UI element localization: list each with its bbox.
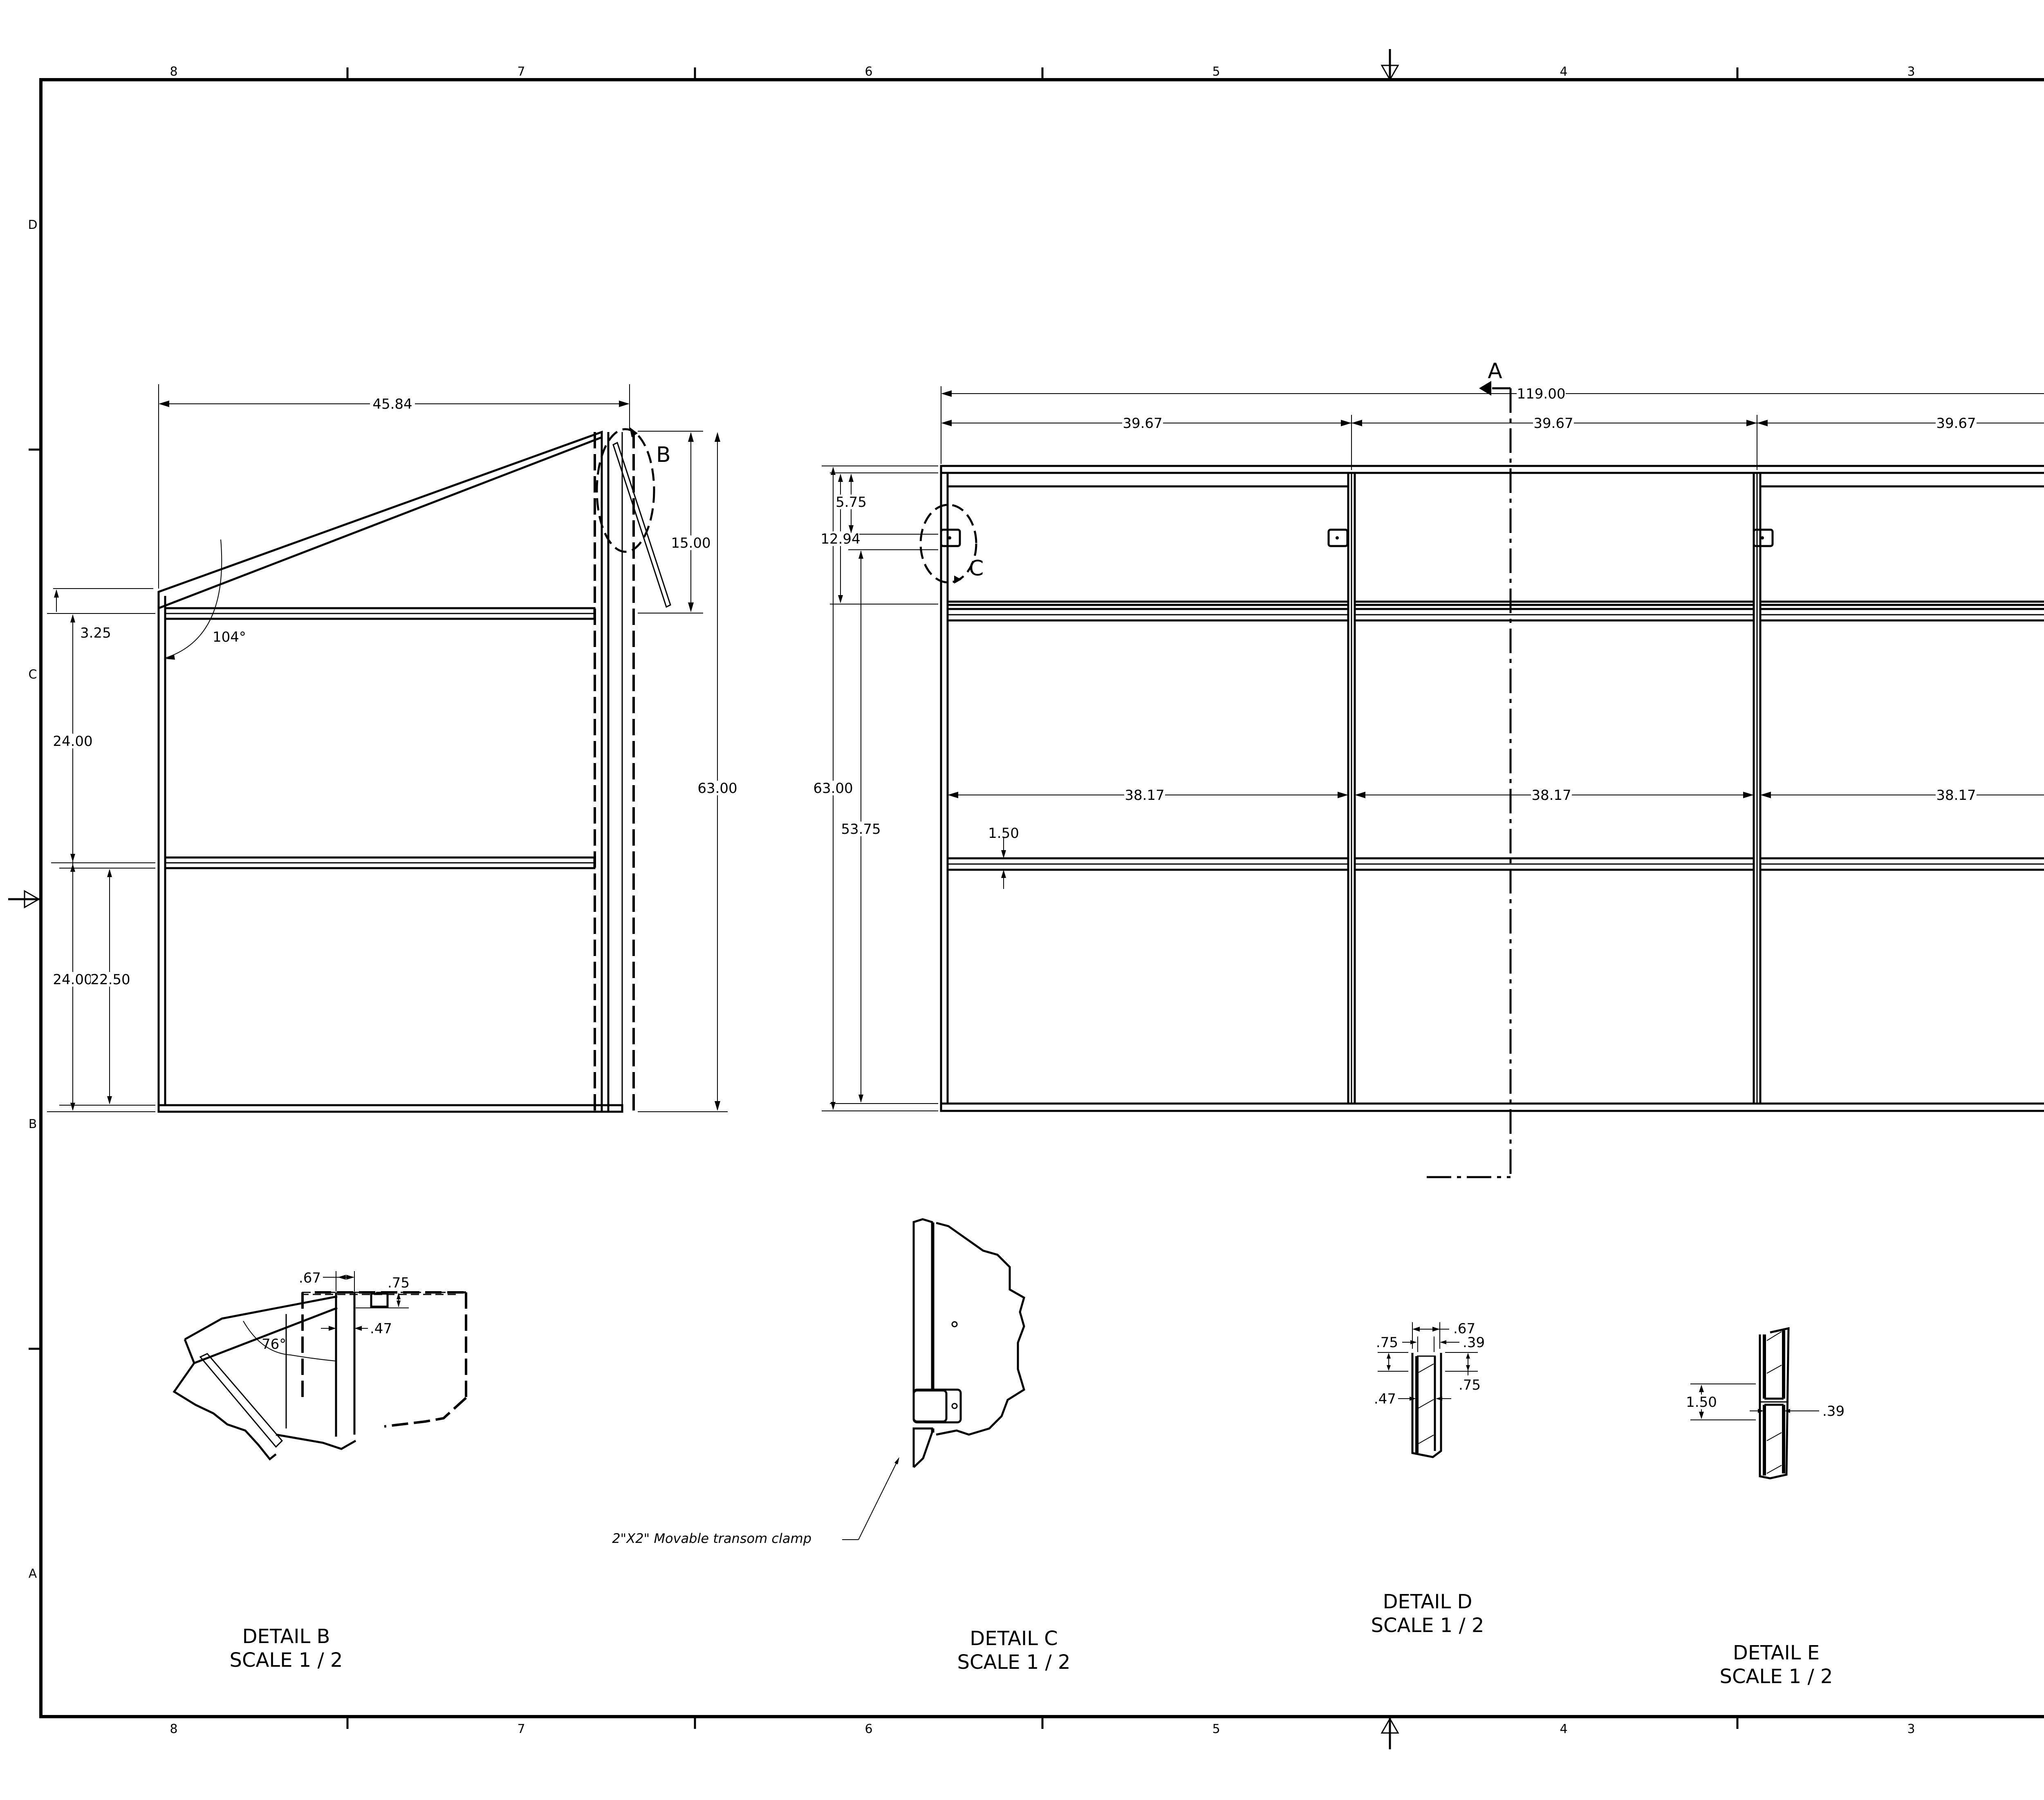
detail-b-caption: DETAIL B	[242, 1625, 330, 1648]
dim-side-right-height: 15.00	[671, 535, 710, 551]
front-view: C A 119.00 39.67 39.67 39.67	[813, 359, 2044, 1178]
zone-bottom-5: 5	[1212, 1722, 1220, 1736]
detail-d-right: .39	[1463, 1334, 1485, 1351]
dim-side-lower-pane: 24.00	[53, 972, 92, 988]
dim-side-offset: 3.25	[80, 625, 111, 641]
transom-clamp	[1753, 528, 1774, 547]
zone-bottom-6: 6	[865, 1722, 872, 1736]
zone-top-3: 3	[1907, 65, 1915, 79]
dim-bay-2: 39.67	[1533, 415, 1573, 432]
detail-e-inner: .39	[1822, 1403, 1845, 1419]
centering-mark-left	[8, 890, 41, 909]
detail-d-depth: .75	[1459, 1377, 1481, 1393]
sheet-border	[8, 49, 2044, 1749]
dim-pane-3: 38.17	[1936, 787, 1976, 804]
zone-labels: 8 7 6 5 4 3 2 1 8 7 6 5 4 3 2 1 D C B A …	[28, 65, 1915, 1736]
zone-bottom-4: 4	[1560, 1722, 1567, 1736]
detail-b: .67 .75 .47 76° DETAIL B SCALE 1 / 2	[173, 1270, 467, 1672]
dim-side-overall-height: 63.00	[697, 780, 737, 797]
detail-d-scale: SCALE 1 / 2	[1371, 1614, 1484, 1637]
detail-e-gap: 1.50	[1686, 1394, 1717, 1410]
dim-rail-height: 1.50	[988, 825, 1019, 842]
centering-mark-top	[1381, 49, 1399, 81]
zone-bottom-7: 7	[517, 1722, 525, 1736]
dim-pane-2: 38.17	[1531, 787, 1571, 804]
zone-top-7: 7	[517, 65, 525, 79]
centering-mark-bottom	[1381, 1717, 1399, 1749]
dim-side-width: 45.84	[372, 396, 412, 412]
dim-side-lower-inner: 22.50	[90, 972, 130, 988]
dim-front-53: 53.75	[841, 821, 881, 837]
zone-top-5: 5	[1212, 65, 1220, 79]
detail-c: 2"X2" Movable transom clamp DETAIL C SCA…	[612, 1218, 1071, 1674]
detail-d: .67 .75 .39 .75 .47 DETAIL D SCALE 1 / 2	[1371, 1321, 1485, 1637]
detail-d-outer: .67	[1453, 1321, 1475, 1337]
transom-clamp	[1327, 528, 1349, 547]
detail-c-caption: DETAIL C	[970, 1627, 1058, 1650]
zone-bottom-3: 3	[1907, 1722, 1915, 1736]
zone-top-8: 8	[170, 65, 177, 79]
detail-b-width: .67	[299, 1270, 321, 1286]
dim-front-5: 5.75	[836, 494, 867, 510]
detail-b-gap: .47	[370, 1321, 392, 1337]
transom-clamp	[940, 528, 961, 547]
dim-front-overall-width: 119.00	[1517, 386, 1566, 402]
dim-front-12: 12.94	[820, 531, 860, 547]
detail-callout-c: C	[969, 556, 984, 581]
zone-left-a: A	[29, 1567, 37, 1581]
detail-d-caption: DETAIL D	[1383, 1590, 1472, 1613]
dim-side-angle: 104°	[213, 629, 246, 645]
detail-d-left: .75	[1376, 1334, 1398, 1351]
detail-d-inner: .47	[1374, 1391, 1396, 1407]
dim-bay-3: 39.67	[1936, 415, 1976, 432]
section-marker-a: A	[1488, 359, 1502, 383]
detail-b-depth: .75	[388, 1275, 410, 1291]
dim-side-upper-pane: 24.00	[53, 733, 92, 750]
detail-e: 1.50 .39 DETAIL E SCALE 1 / 2	[1682, 1327, 1845, 1688]
detail-e-caption: DETAIL E	[1733, 1641, 1820, 1664]
zone-top-4: 4	[1560, 65, 1567, 79]
detail-callout-b: B	[656, 443, 671, 467]
dim-pane-1: 38.17	[1125, 787, 1164, 804]
detail-c-note: 2"X2" Movable transom clamp	[612, 1531, 811, 1546]
zone-left-d: D	[28, 218, 37, 232]
side-view: B 45.84 15.00 63.00 3.25 104°	[47, 384, 738, 1113]
detail-b-angle: 76°	[262, 1336, 286, 1352]
detail-b-scale: SCALE 1 / 2	[230, 1649, 343, 1672]
dim-front-overall-height: 63.00	[813, 780, 853, 797]
zone-top-6: 6	[865, 65, 872, 79]
zone-left-b: B	[29, 1117, 37, 1131]
zone-bottom-8: 8	[170, 1722, 177, 1736]
dim-bay-1: 39.67	[1123, 415, 1162, 432]
zone-left-c: C	[29, 667, 37, 682]
detail-c-scale: SCALE 1 / 2	[957, 1651, 1071, 1674]
detail-e-scale: SCALE 1 / 2	[1720, 1665, 1833, 1688]
